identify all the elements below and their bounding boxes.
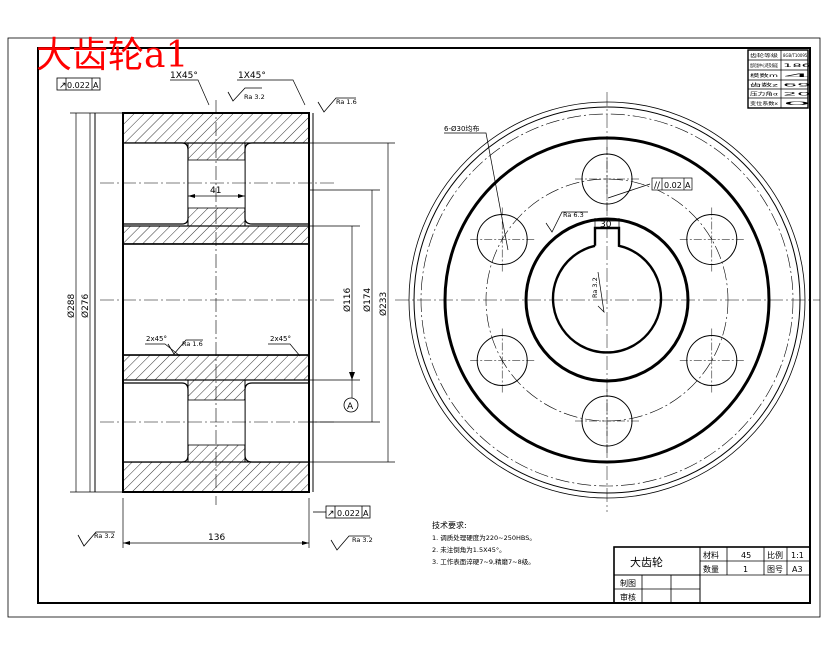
section-view	[56, 77, 395, 551]
roughness-symbols	[77, 87, 370, 551]
material-value: 45	[741, 551, 751, 560]
roughness-bottom-right-label: Ra 3.2	[352, 536, 373, 544]
scale-label: 比例	[767, 550, 783, 560]
section-dimension-lines	[70, 112, 395, 548]
gear-table-label: 模数m	[750, 72, 778, 79]
keyway-bore	[551, 226, 663, 354]
gear-table-label: 压力角α	[750, 91, 778, 98]
notes-title: 技术要求:	[432, 520, 467, 530]
sheet-outer-border	[7, 37, 821, 618]
gear-table-value: 186	[783, 63, 811, 69]
gear-table-value: 0	[783, 101, 812, 107]
chamfer-bore-left-label: 2x45°	[146, 335, 167, 343]
gear-table-value: 20	[783, 92, 812, 98]
notes-line-2: 2. 未注倒角为1.5X45°。	[432, 545, 506, 554]
drawing-no-value: A3	[792, 565, 803, 574]
sheet-inner-border	[37, 47, 811, 604]
runout-bottom-datum: A	[363, 509, 369, 518]
runout-top-datum: A	[93, 81, 99, 90]
gear-table-label: 齿轮等级	[750, 52, 779, 59]
runout-bottom-value: 0.022	[337, 509, 360, 518]
dia-outer-dimension: Ø288	[66, 293, 77, 318]
gear-table-label: 齿轮副中心距及偏差	[750, 62, 778, 69]
keyway-width-dimension: 30	[600, 220, 612, 230]
web-relief-top	[187, 159, 246, 209]
dia-rim-dimension: Ø233	[378, 292, 389, 316]
datum-circle	[343, 397, 359, 413]
dia-bore-dimension: Ø116	[342, 287, 353, 312]
overlay-title: 大齿轮a1	[36, 35, 189, 76]
roughness-top-right-label: Ra 1.6	[336, 98, 357, 106]
face-width-dimension: 136	[208, 533, 225, 543]
front-view	[395, 92, 820, 512]
section-centre-lines	[100, 100, 335, 505]
gear-parameter-table	[747, 49, 809, 109]
front-annotation-lines	[444, 132, 693, 313]
web-thickness-dimension: 41	[210, 186, 221, 196]
roughness-keyway-label: Ra 6.3	[563, 211, 584, 219]
gear-table-value: 8GB/T10095.1	[783, 53, 811, 59]
checked-label: 审核	[620, 592, 636, 602]
drawing-no-label: 图号	[767, 565, 783, 574]
notes-line-3: 3. 工作表面淬硬7~9,精磨7~8级。	[432, 557, 535, 566]
roughness-bore-left-label: Ra 1.6	[182, 340, 203, 348]
gear-table-value: 4	[783, 73, 812, 79]
runout-top-value: 0.022	[67, 81, 90, 90]
quantity-label: 数量	[703, 564, 719, 574]
material-label: 材料	[703, 550, 719, 560]
pocket-top-left	[122, 142, 189, 225]
pocket-top-right	[244, 142, 310, 225]
parallel-symbol: //	[654, 181, 661, 191]
dia-hub-dimension: Ø174	[362, 287, 373, 312]
roughness-top-left-label: Ra 3.2	[244, 93, 265, 101]
part-name: 大齿轮	[630, 555, 663, 569]
runout-frame-bottom	[313, 505, 371, 519]
dimension-arrows	[123, 194, 355, 545]
runout-bottom-symbol: ↗	[327, 509, 335, 519]
parallel-value: 0.02	[664, 181, 682, 190]
dia-root-dimension: Ø276	[80, 293, 91, 318]
runout-top-symbol: ↗	[59, 81, 67, 91]
quantity-value: 1	[743, 565, 748, 574]
drawn-label: 制图	[620, 578, 636, 588]
hole-note-label: 6-Ø30均布	[444, 124, 479, 133]
gear-table-label: 齿数z	[750, 82, 780, 89]
web-relief-bottom	[187, 399, 246, 446]
chamfer-leaders	[145, 79, 306, 357]
pocket-bottom-left	[122, 382, 189, 463]
pocket-bottom-right	[244, 382, 310, 463]
gear-table-value: 69	[783, 83, 812, 89]
notes-line-1: 1. 调质处理硬度为220~250HBS。	[432, 533, 536, 542]
chamfer-right-label: 1X45°	[238, 71, 266, 81]
title-block	[613, 546, 811, 604]
datum-label: A	[347, 402, 354, 412]
chamfer-left-label: 1X45°	[170, 71, 198, 81]
gear-table-label: 变位系数x	[750, 100, 778, 107]
chamfer-bore-right-label: 2x45°	[270, 335, 291, 343]
parallel-datum: A	[685, 181, 691, 190]
lightening-holes	[470, 147, 744, 453]
roughness-key-side-label: Ra 3.2	[591, 277, 599, 298]
roughness-bottom-left-label: Ra 3.2	[94, 532, 115, 540]
scale-value: 1:1	[791, 551, 804, 560]
runout-frame-top	[56, 77, 101, 91]
